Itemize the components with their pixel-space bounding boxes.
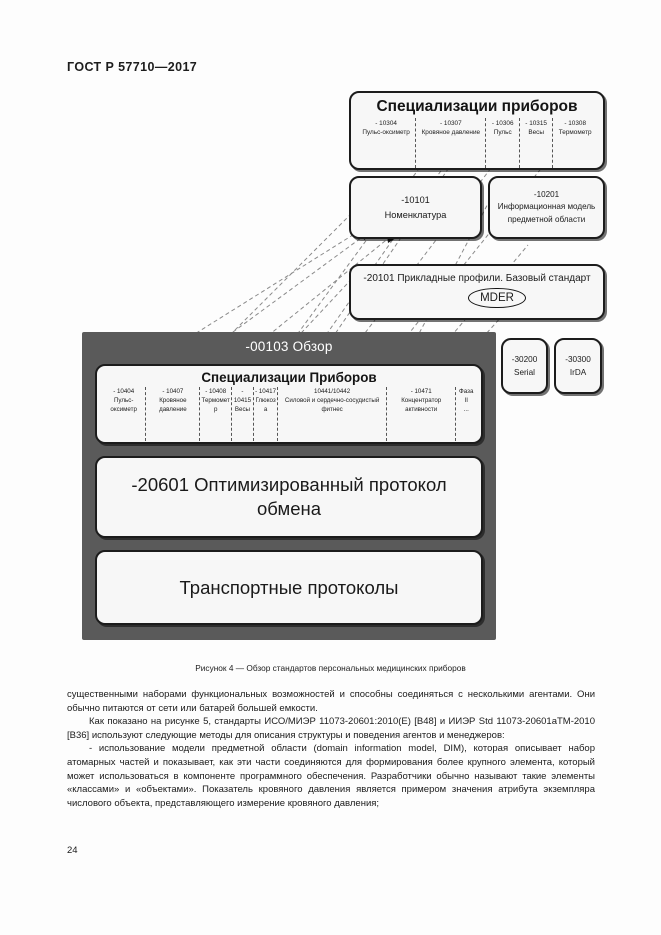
spec-name: Глюкоза	[255, 396, 276, 413]
spec-cell[interactable]: - 10307 Кровяное давление	[415, 118, 485, 168]
node-title: Специализации приборов	[376, 98, 578, 115]
overview-panel-header: -00103 Обзор	[245, 339, 333, 354]
spec-name: Концентратор активности	[401, 396, 442, 413]
spec-cell[interactable]: - 10306 Пульс	[485, 118, 518, 168]
spec-name: Кровяное давление	[159, 396, 187, 413]
node-device-specializations-panel[interactable]: Специализации Приборов - 10404 Пульс-окс…	[95, 364, 483, 444]
spec-code: - 10471	[410, 388, 432, 395]
mder-badge[interactable]: MDER	[468, 287, 526, 309]
spec-code: - 10404	[113, 388, 135, 395]
spec-cell[interactable]: - 10415 Весы	[231, 387, 253, 441]
serial-name: Serial	[514, 368, 535, 377]
nomenclature-code: -10101	[401, 194, 430, 205]
spec-name: Весы	[528, 129, 544, 137]
spec-code: - 10408	[205, 388, 227, 395]
spec-cell[interactable]: - 10304 Пульс-оксиметр	[357, 118, 415, 168]
spec-name: Кровяное давление	[421, 129, 481, 137]
spec-name: Весы	[234, 405, 250, 413]
spec-cell[interactable]: Фаза II ...	[455, 387, 476, 441]
specialization-cell-row: - 10304 Пульс-оксиметр - 10307 Кровяное …	[357, 118, 597, 168]
body-paragraph-1: существенными наборами функциональных во…	[67, 689, 595, 714]
spec-cell[interactable]: - 10407 Кровяное давление	[145, 387, 199, 441]
spec-name: Пульс	[493, 129, 512, 137]
transport-protocols-label: Транспортные протоколы	[179, 576, 399, 598]
figure-4: Специализации приборов - 10304 Пульс-окс…	[60, 85, 605, 665]
spec-name: Пульс-оксиметр	[110, 396, 137, 413]
node-optimized-exchange-protocol[interactable]: -20601 Оптимизированный протокол обмена	[95, 456, 483, 538]
spec-code: 10441/10442	[314, 388, 351, 395]
node-base-standard[interactable]: -20101 Прикладные профили. Базовый станд…	[349, 264, 605, 320]
spec-code: - 10417	[255, 388, 277, 395]
node-transport-serial[interactable]: -30200 Serial	[501, 338, 548, 394]
spec-cell[interactable]: - 10308 Термометр	[552, 118, 597, 168]
body-paragraph-2: Как показано на рисунке 5, стандарты ИСО…	[67, 716, 595, 741]
spec-cell[interactable]: - 10404 Пульс-оксиметр	[102, 387, 145, 441]
node-transport-irda[interactable]: -30300 IrDA	[554, 338, 602, 394]
spec-code: - 10315	[525, 120, 547, 127]
spec-code: - 10304	[375, 120, 397, 127]
nomenclature-name: Номенклатура	[384, 209, 447, 220]
overview-panel: -00103 Обзор Специализации Приборов - 10…	[82, 332, 496, 640]
specialization-cell-row: - 10404 Пульс-оксиметр - 10407 Кровяное …	[102, 387, 476, 441]
spec-code: Фаза II	[459, 388, 474, 404]
base-standard-label: -20101 Прикладные профили. Базовый станд…	[363, 273, 591, 284]
dim-name: Информационная модель предметной области	[497, 202, 596, 224]
node-nomenclature[interactable]: -10101 Номенклатура	[349, 176, 482, 239]
spec-name: Термометр	[201, 396, 230, 413]
spec-code: - 10407	[162, 388, 184, 395]
irda-name: IrDA	[569, 368, 587, 377]
spec-cell[interactable]: - 10315 Весы	[518, 118, 552, 168]
spec-code: - 10308	[564, 120, 587, 127]
spec-code: - 10307	[439, 120, 462, 127]
spec-cell[interactable]: 10441/10442 Силовой и сердечно-сосудисты…	[277, 387, 386, 441]
document-header: ГОСТ Р 57710—2017	[67, 60, 198, 74]
spec-cell[interactable]: - 10471 Концентратор активности	[385, 387, 455, 441]
body-paragraph-3: - использование модели предметной област…	[67, 743, 595, 809]
irda-code: -30300	[565, 354, 591, 364]
spec-name: Пульс-оксиметр	[362, 129, 410, 137]
node-title: Специализации Приборов	[201, 370, 377, 385]
node-device-specializations-top[interactable]: Специализации приборов - 10304 Пульс-окс…	[349, 91, 605, 170]
serial-code: -30200	[511, 354, 538, 364]
spec-name: Силовой и сердечно-сосудистый фитнес	[284, 396, 380, 413]
spec-name: ...	[463, 405, 469, 413]
spec-cell[interactable]: - 10417 Глюкоза	[252, 387, 277, 441]
page-number: 24	[67, 845, 78, 856]
optimized-protocol-label: -20601 Оптимизированный протокол обмена	[131, 473, 447, 519]
spec-code: - 10306	[491, 120, 514, 127]
dim-code: -10201	[533, 190, 560, 200]
spec-code: - 10415	[233, 388, 252, 404]
node-transport-protocols[interactable]: Транспортные протоколы	[95, 550, 483, 625]
figure-caption: Рисунок 4 — Обзор стандартов персональны…	[195, 663, 466, 673]
body-text: существенными наборами функциональных во…	[67, 688, 595, 810]
spec-name: Термометр	[558, 129, 592, 137]
node-domain-information-model[interactable]: -10201 Информационная модель предметной …	[488, 176, 605, 239]
spec-cell[interactable]: - 10408 Термометр	[199, 387, 231, 441]
